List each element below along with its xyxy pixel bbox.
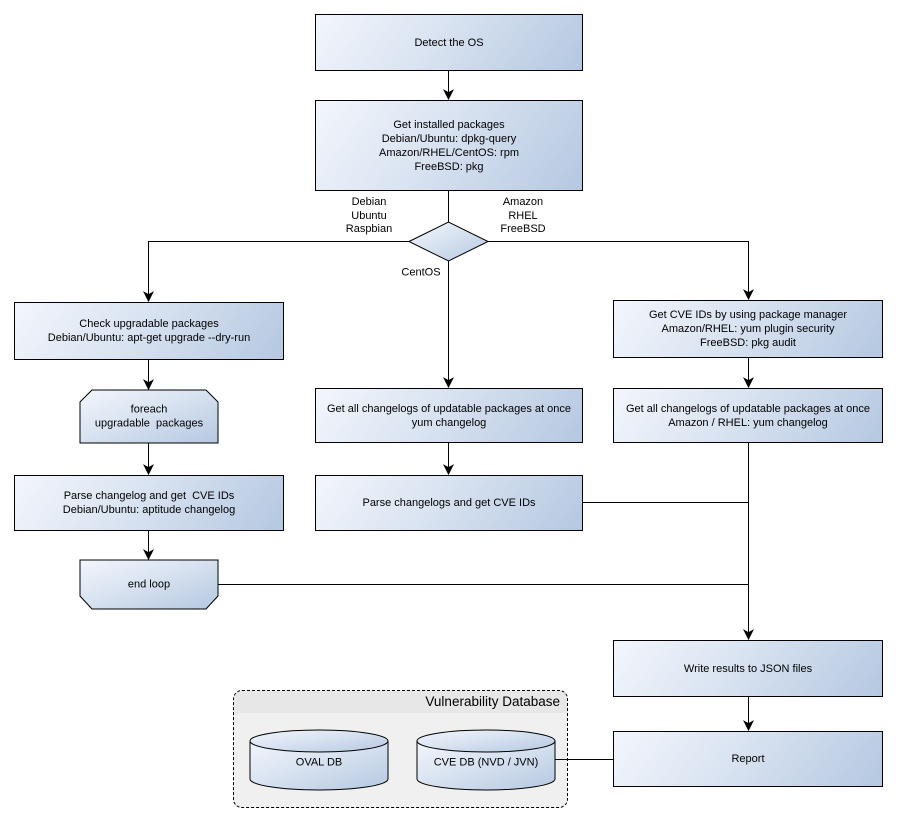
node-parse-changelogs-center-label: Parse changelogs and get CVE IDs <box>362 497 536 509</box>
branch-label-amazon: Amazon RHEL FreeBSD <box>500 195 546 235</box>
node-get-changelogs-center-label: Get all changelogs of updatable packages… <box>326 402 572 429</box>
node-detect-os-label: Detect the OS <box>414 36 484 49</box>
node-report: Report <box>613 731 883 787</box>
node-get-cve-ids-right: Get CVE IDs by using package manager Ama… <box>613 300 883 358</box>
node-parse-changelog-left: Parse changelog and get CVE IDs Debian/U… <box>14 475 284 531</box>
node-write-json-label: Write results to JSON files <box>683 662 813 675</box>
node-detect-os: Detect the OS <box>315 14 583 71</box>
node-get-cve-ids-right-label: Get CVE IDs by using package manager Ama… <box>648 309 848 349</box>
connector-branch-right <box>488 241 754 301</box>
foreach-loop-label: foreach upgradable packages <box>94 403 204 430</box>
node-parse-changelogs-center: Parse changelogs and get CVE IDs <box>315 475 583 531</box>
branch-label-centos: CentOS <box>401 266 441 279</box>
branch-label-debian: Debian Ubuntu Raspbian <box>345 195 393 235</box>
cve-db-label: CVE DB (NVD / JVN) <box>433 756 539 769</box>
node-check-upgradable-label: Check upgradable packages Debian/Ubuntu:… <box>47 318 251 344</box>
node-get-installed-packages-label: Get installed packages Debian/Ubuntu: dp… <box>379 118 519 173</box>
end-loop-label: end loop <box>127 578 171 591</box>
node-get-changelogs-right-label: Get all changelogs of updatable packages… <box>625 402 871 429</box>
node-parse-changelog-left-label: Parse changelog and get CVE IDs Debian/U… <box>62 490 236 516</box>
node-get-changelogs-center: Get all changelogs of updatable packages… <box>315 388 583 443</box>
oval-db-label: OVAL DB <box>295 756 343 769</box>
node-report-label: Report <box>731 753 765 765</box>
end-loop-shape <box>79 559 219 610</box>
vulnerability-database-title: Vulnerability Database <box>234 691 567 713</box>
node-check-upgradable: Check upgradable packages Debian/Ubuntu:… <box>14 302 284 360</box>
node-get-changelogs-right: Get all changelogs of updatable packages… <box>613 388 883 443</box>
cve-db-cylinder <box>416 729 556 791</box>
node-get-installed-packages: Get installed packages Debian/Ubuntu: dp… <box>315 100 583 191</box>
oval-db-cylinder <box>249 729 389 791</box>
foreach-loop-shape <box>79 389 219 444</box>
node-write-json: Write results to JSON files <box>613 640 883 697</box>
os-decision-diamond <box>407 221 490 262</box>
connector-branch-left <box>143 241 409 303</box>
